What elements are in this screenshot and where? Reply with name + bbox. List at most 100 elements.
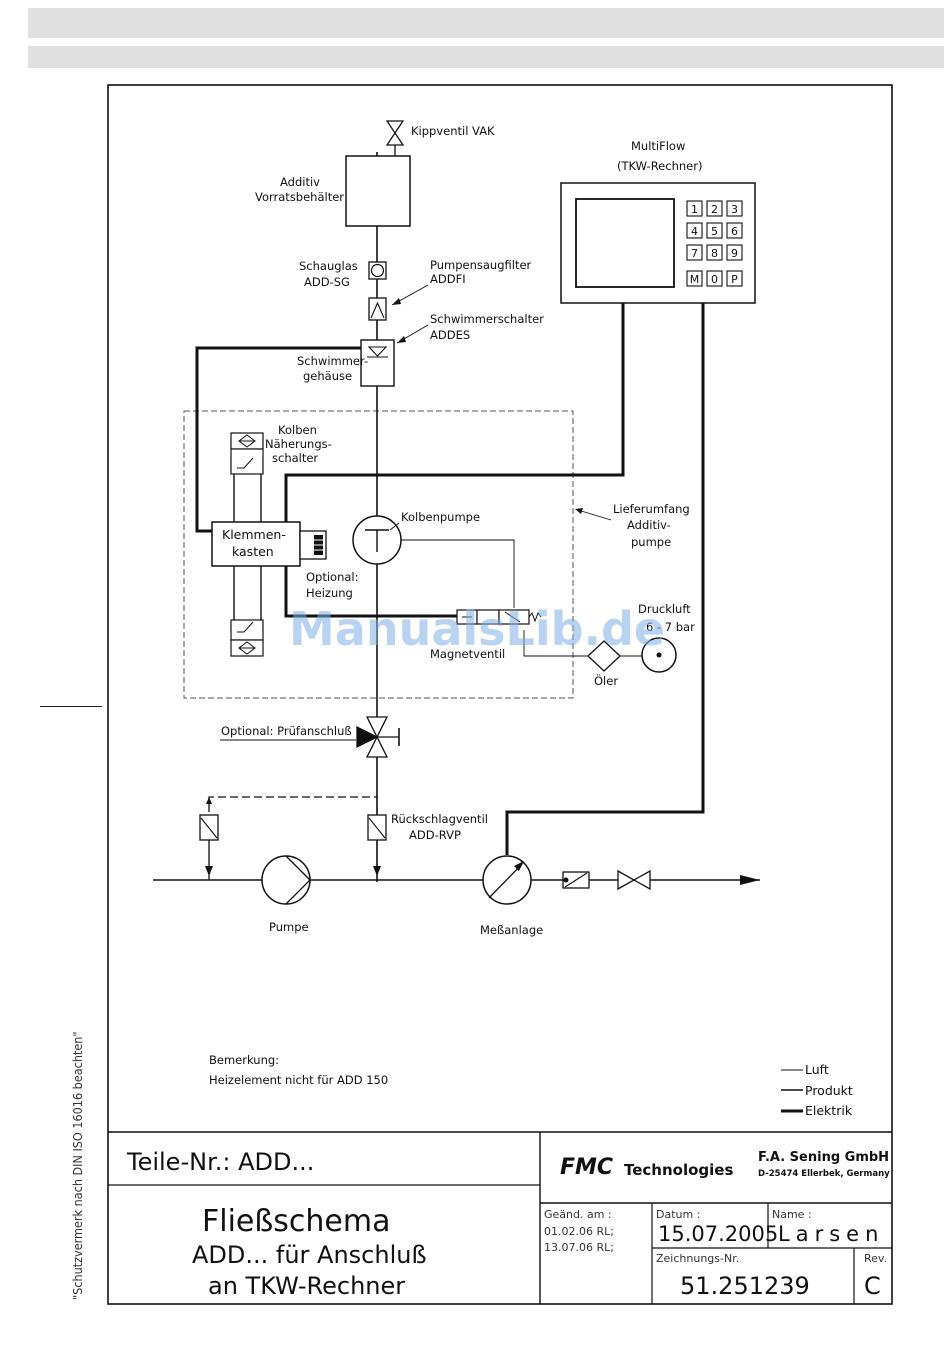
keypad-key-label: 0 xyxy=(711,273,718,286)
proximity-label-3: schalter xyxy=(272,451,318,465)
piston-pump xyxy=(352,515,402,565)
keypad-key-label: 4 xyxy=(691,225,698,238)
solenoid-valve-label: Magnetventil xyxy=(430,647,505,661)
float-housing-label-2: gehäuse xyxy=(303,369,352,383)
bypass-check-valve xyxy=(199,814,219,841)
electric-line-computer-2 xyxy=(505,303,705,855)
keypad-key-label: 1 xyxy=(691,203,698,216)
check-valve-label-1: Rückschlagventil xyxy=(391,812,488,826)
company-address: D-25474 Ellerbek, Germany xyxy=(758,1169,890,1179)
keypad-key-label: M xyxy=(690,273,700,286)
keypad-key xyxy=(706,270,723,287)
float-housing-label-1: Schwimmer- xyxy=(297,354,368,368)
electric-line-computer-1 xyxy=(284,303,625,522)
heater xyxy=(299,530,327,560)
scope-label-2: Additiv- xyxy=(627,518,671,532)
name-label: Name : xyxy=(772,1208,812,1221)
legend xyxy=(781,1069,803,1113)
drawing-title-1: Fließschema xyxy=(202,1204,390,1239)
main-pump xyxy=(261,855,311,905)
scope-label-1: Lieferumfang xyxy=(613,502,690,516)
top-band-2 xyxy=(28,46,944,68)
compressed-air-label-2: 6 - 7 bar xyxy=(646,620,695,634)
drawing-title-3: an TKW-Rechner xyxy=(208,1272,405,1300)
piston-pump-label: Kolbenpumpe xyxy=(401,510,480,524)
multiflow-label-1: MultiFlow xyxy=(631,139,685,153)
float-housing xyxy=(360,339,395,387)
heater-label-2: Heizung xyxy=(306,586,353,600)
kippventil-label: Kippventil VAK xyxy=(411,124,495,138)
air-line-pump xyxy=(401,539,515,608)
additive-tank-label-2: Vorratsbehälter xyxy=(255,190,344,204)
compressed-air-source xyxy=(641,637,677,673)
watermark: ManualsLib.de xyxy=(289,602,665,656)
keypad-key-label: 8 xyxy=(711,247,718,260)
remark-label: Bemerkung: xyxy=(209,1053,279,1067)
changed-1: 01.02.06 RL; xyxy=(544,1225,614,1238)
drawing-number-label: Zeichnungs-Nr. xyxy=(656,1252,739,1265)
multiflow-computer xyxy=(560,182,756,304)
sight-glass-label-1: Schauglas xyxy=(299,259,358,273)
piston-proximity-switch xyxy=(230,432,264,657)
drawing-frame xyxy=(107,84,893,1305)
keypad-key-label: 9 xyxy=(731,247,738,260)
keypad-key xyxy=(726,200,743,217)
delivery-scope-box xyxy=(183,410,574,699)
name-value: Larsen xyxy=(778,1222,884,1246)
part-number: Teile-Nr.: ADD... xyxy=(126,1148,314,1176)
keypad-key xyxy=(706,244,723,261)
sight-glass-label-2: ADD-SG xyxy=(304,275,350,289)
keypad-key-label: 7 xyxy=(691,247,698,260)
keypad-key xyxy=(686,200,703,217)
electric-line-heater xyxy=(284,566,457,618)
suction-filter-label-2: ADDFI xyxy=(430,272,466,286)
oiler-label: Öler xyxy=(594,672,618,688)
float-switch-label-1: Schwimmerschalter xyxy=(430,312,544,326)
test-port-valve xyxy=(356,716,400,758)
keypad-key-label: 3 xyxy=(731,203,738,216)
changed-2: 13.07.06 RL; xyxy=(544,1241,614,1254)
meter-label: Meßanlage xyxy=(480,923,543,937)
solenoid-valve xyxy=(456,609,542,625)
oiler xyxy=(587,640,621,672)
outlet-check-valve xyxy=(562,871,590,889)
keypad-key xyxy=(726,222,743,239)
outlet-shutoff-valve xyxy=(617,869,651,891)
side-mark xyxy=(40,706,102,707)
changed-label: Geänd. am : xyxy=(544,1208,612,1221)
air-line-oiler xyxy=(523,630,588,657)
company-name: F.A. Sening GmbH xyxy=(758,1150,889,1165)
drawing-title-2: ADD... für Anschluß xyxy=(192,1241,427,1269)
keypad-key xyxy=(706,200,723,217)
revision-label: Rev. xyxy=(864,1252,887,1265)
drawing-number: 51.251239 xyxy=(680,1272,810,1300)
test-port-label: Optional: Prüfanschluß xyxy=(221,724,352,738)
terminal-box-label-1: Klemmen- xyxy=(222,527,286,542)
date-value: 15.07.2005 xyxy=(658,1222,778,1246)
electric-line-float xyxy=(195,346,361,533)
keypad-key-label: 6 xyxy=(731,225,738,238)
keypad-key xyxy=(686,222,703,239)
suction-filter xyxy=(368,297,387,321)
heater-label-1: Optional: xyxy=(306,570,359,584)
keypad-key xyxy=(726,270,743,287)
suction-filter-label-1: Pumpensaugfilter xyxy=(430,258,532,272)
terminal-box xyxy=(211,521,301,567)
kippventil-symbol xyxy=(385,120,405,156)
multiflow-label-2: (TKW-Rechner) xyxy=(617,159,702,173)
remark-text: Heizelement nicht für ADD 150 xyxy=(209,1073,388,1087)
scope-label-3: pumpe xyxy=(631,535,671,549)
float-switch-label-2: ADDES xyxy=(430,328,470,342)
logo-fmc: FMC xyxy=(560,1155,613,1180)
check-valve-label-2: ADD-RVP xyxy=(409,828,461,842)
main-pump-label: Pumpe xyxy=(269,920,309,934)
bypass-dashed xyxy=(208,796,377,812)
proximity-label-1: Kolben xyxy=(278,423,317,437)
keypad-key-label: 5 xyxy=(711,225,718,238)
proximity-label-2: Näherungs- xyxy=(265,437,332,451)
keypad-key-label: P xyxy=(731,273,738,286)
compressed-air-label-1: Druckluft xyxy=(638,602,691,616)
top-band-1 xyxy=(28,8,944,38)
additive-tank xyxy=(345,155,411,227)
